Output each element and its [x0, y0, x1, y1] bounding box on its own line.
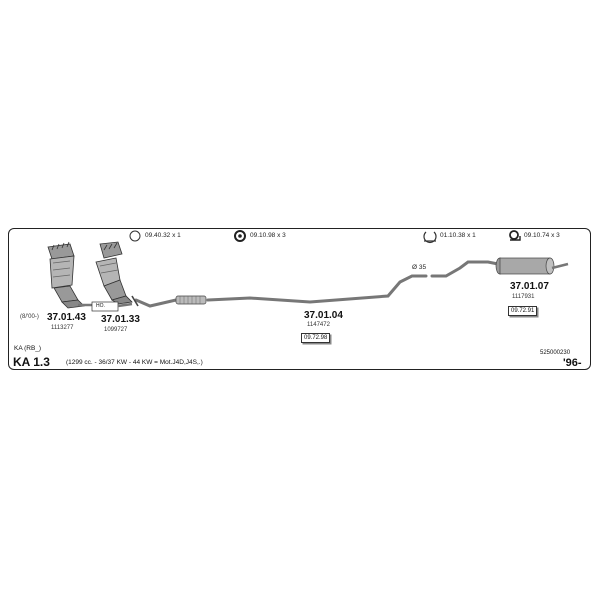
flex-pipe[interactable]	[175, 295, 207, 305]
fitting-4-label: 09.10.74 x 3	[524, 232, 560, 239]
part-3-sub: 1147472	[307, 322, 330, 328]
model-year: '96-	[563, 357, 582, 369]
part-4-sub: 1117931	[512, 294, 535, 300]
catalog-code: 525000230	[540, 350, 571, 356]
rubber-hanger-icon	[234, 230, 246, 242]
u-clamp-icon	[423, 231, 437, 243]
engine-spec: (1299 cc. - 36/37 KW - 44 KW = Mot.J4D,J…	[66, 359, 203, 366]
vehicle-model: KA (RB_)	[14, 345, 42, 352]
fitting-3-label: 01.10.38 x 1	[440, 232, 476, 239]
fitting-1-label: 09.40.32 x 1	[145, 232, 181, 239]
rear-silencer[interactable]	[430, 257, 569, 278]
part-4-number[interactable]: 37.01.07	[510, 281, 549, 292]
part-2-sub: 1099727	[104, 327, 128, 333]
pipe-diameter-label: Ø 35	[412, 264, 427, 271]
fitting-2-label: 09.10.98 x 3	[250, 232, 286, 239]
catalytic-converter-2[interactable]	[95, 241, 133, 305]
part-4-box[interactable]: 09.72.91	[508, 306, 538, 316]
catalytic-converter-1[interactable]	[47, 241, 85, 309]
part-1-note: (8/'00-)	[20, 314, 39, 320]
part-3-box[interactable]: 09.72.98	[301, 333, 331, 343]
part-1-number[interactable]: 37.01.43	[47, 312, 86, 323]
part-2-number[interactable]: 37.01.33	[101, 314, 140, 325]
hanger-bracket-icon	[509, 230, 521, 241]
front-pipe[interactable]	[134, 274, 428, 308]
connector-label: HO.	[96, 303, 105, 309]
part-3-number[interactable]: 37.01.04	[304, 310, 343, 321]
diagram-frame	[8, 228, 591, 370]
vehicle-name: KA 1.3	[13, 355, 50, 369]
part-1-sub: 1113277	[51, 325, 74, 331]
ring-clamp-icon	[129, 230, 141, 242]
